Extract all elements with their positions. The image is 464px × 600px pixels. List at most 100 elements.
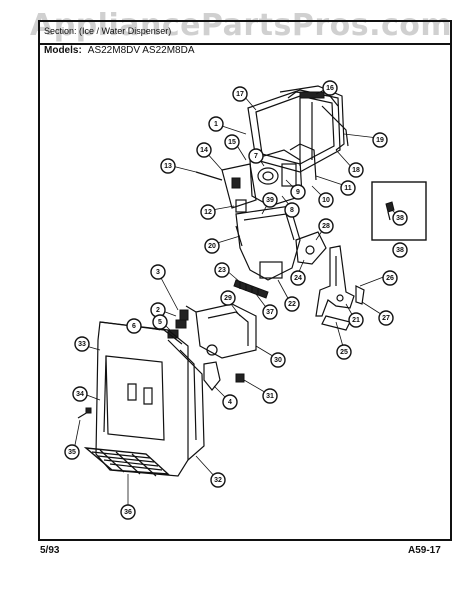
callout-27: 27 (378, 310, 394, 326)
callout-label: 37 (266, 309, 274, 316)
callout-33: 33 (74, 336, 90, 352)
callout-label: 36 (124, 509, 132, 516)
diagram-frame (38, 43, 452, 541)
callout-10: 10 (318, 192, 334, 208)
drip-grille (83, 447, 170, 477)
callout-29: 29 (220, 290, 236, 306)
callout-11: 11 (340, 180, 356, 196)
section-label: Section: (Ice / Water Dispenser) (44, 26, 172, 36)
callout-label: 16 (326, 85, 334, 92)
callout-14: 14 (196, 142, 212, 158)
footer-date: 5/93 (40, 545, 60, 556)
callout-label: 13 (164, 163, 172, 170)
callout-label: 28 (322, 223, 330, 230)
callout-label: 26 (386, 275, 394, 282)
callout-label: 20 (208, 243, 216, 250)
callout-13: 13 (160, 158, 176, 174)
callout-32: 32 (210, 472, 226, 488)
callout-label: 30 (274, 357, 282, 364)
callout-38: 38 (392, 242, 408, 258)
callout-label: 27 (382, 315, 390, 322)
callout-7: 7 (248, 148, 264, 164)
callout-39: 39 (262, 192, 278, 208)
models-value: AS22M8DV AS22M8DA (87, 45, 195, 56)
callout-28: 28 (318, 218, 334, 234)
callout-label: 22 (288, 301, 296, 308)
callout-36: 36 (120, 504, 136, 520)
callout-19: 19 (372, 132, 388, 148)
callout-label: 39 (266, 197, 274, 204)
callout-31: 31 (262, 388, 278, 404)
callout-9: 9 (290, 184, 306, 200)
screw-31 (235, 373, 245, 383)
callout-label: 5 (158, 319, 162, 326)
callout-label: 18 (352, 167, 360, 174)
callout-8: 8 (284, 202, 300, 218)
callout-label: 24 (294, 275, 302, 282)
nozzle-4 (203, 361, 221, 391)
callout-16: 16 (322, 80, 338, 96)
callout-label: 1 (214, 121, 218, 128)
callout-4: 4 (222, 394, 238, 410)
screw-35 (77, 407, 92, 419)
housing-assembly (247, 85, 349, 173)
callout-17: 17 (232, 86, 248, 102)
callout-label: 21 (352, 317, 360, 324)
models-line: Models: AS22M8DV AS22M8DA (44, 45, 195, 56)
front-panel (95, 321, 205, 477)
callout-21: 21 (348, 312, 364, 328)
callout-38-inner: 38 (392, 210, 408, 226)
callout-label: 2 (156, 307, 160, 314)
callout-label: 23 (218, 267, 226, 274)
footer-page-code: A59-17 (408, 545, 441, 556)
callout-label: 4 (228, 399, 232, 406)
callout-5: 5 (152, 314, 168, 330)
callout-label: 15 (228, 139, 236, 146)
callout-label: 8 (290, 207, 294, 214)
callout-24: 24 (290, 270, 306, 286)
callout-label: 33 (78, 341, 86, 348)
watermark: AppliancePartsPros.com (30, 8, 453, 43)
callout-label: 11 (344, 185, 352, 192)
callout-label: 25 (340, 349, 348, 356)
lever-assembly-right (315, 245, 365, 331)
callout-6: 6 (126, 318, 142, 334)
models-label: Models: (44, 45, 82, 56)
callout-label: 34 (76, 391, 84, 398)
callout-30: 30 (270, 352, 286, 368)
header-strip (38, 20, 452, 44)
callout-1: 1 (208, 116, 224, 132)
detail-box (371, 181, 427, 241)
callout-label: 31 (266, 393, 274, 400)
callout-3: 3 (150, 264, 166, 280)
callout-25: 25 (336, 344, 352, 360)
callout-label: 3 (156, 269, 160, 276)
callout-label: 38 (396, 215, 404, 222)
callout-22: 22 (284, 296, 300, 312)
lever-28 (295, 231, 327, 265)
callout-label: 9 (296, 189, 300, 196)
callout-label: 29 (224, 295, 232, 302)
callout-label: 10 (322, 197, 330, 204)
callout-label: 19 (376, 137, 384, 144)
callout-label: 32 (214, 477, 222, 484)
callout-label: 35 (68, 449, 76, 456)
spring-strip (233, 279, 269, 299)
callout-label: 38 (396, 247, 404, 254)
callout-label: 6 (132, 323, 136, 330)
callout-label: 17 (236, 91, 244, 98)
callout-12: 12 (200, 204, 216, 220)
callout-34: 34 (72, 386, 88, 402)
callout-20: 20 (204, 238, 220, 254)
callout-label: 14 (200, 147, 208, 154)
callout-label: 12 (204, 209, 212, 216)
callout-15: 15 (224, 134, 240, 150)
callout-label: 7 (254, 153, 258, 160)
callout-18: 18 (348, 162, 364, 178)
callout-35: 35 (64, 444, 80, 460)
callout-26: 26 (382, 270, 398, 286)
callout-37: 37 (262, 304, 278, 320)
switch-bracket (195, 163, 257, 213)
